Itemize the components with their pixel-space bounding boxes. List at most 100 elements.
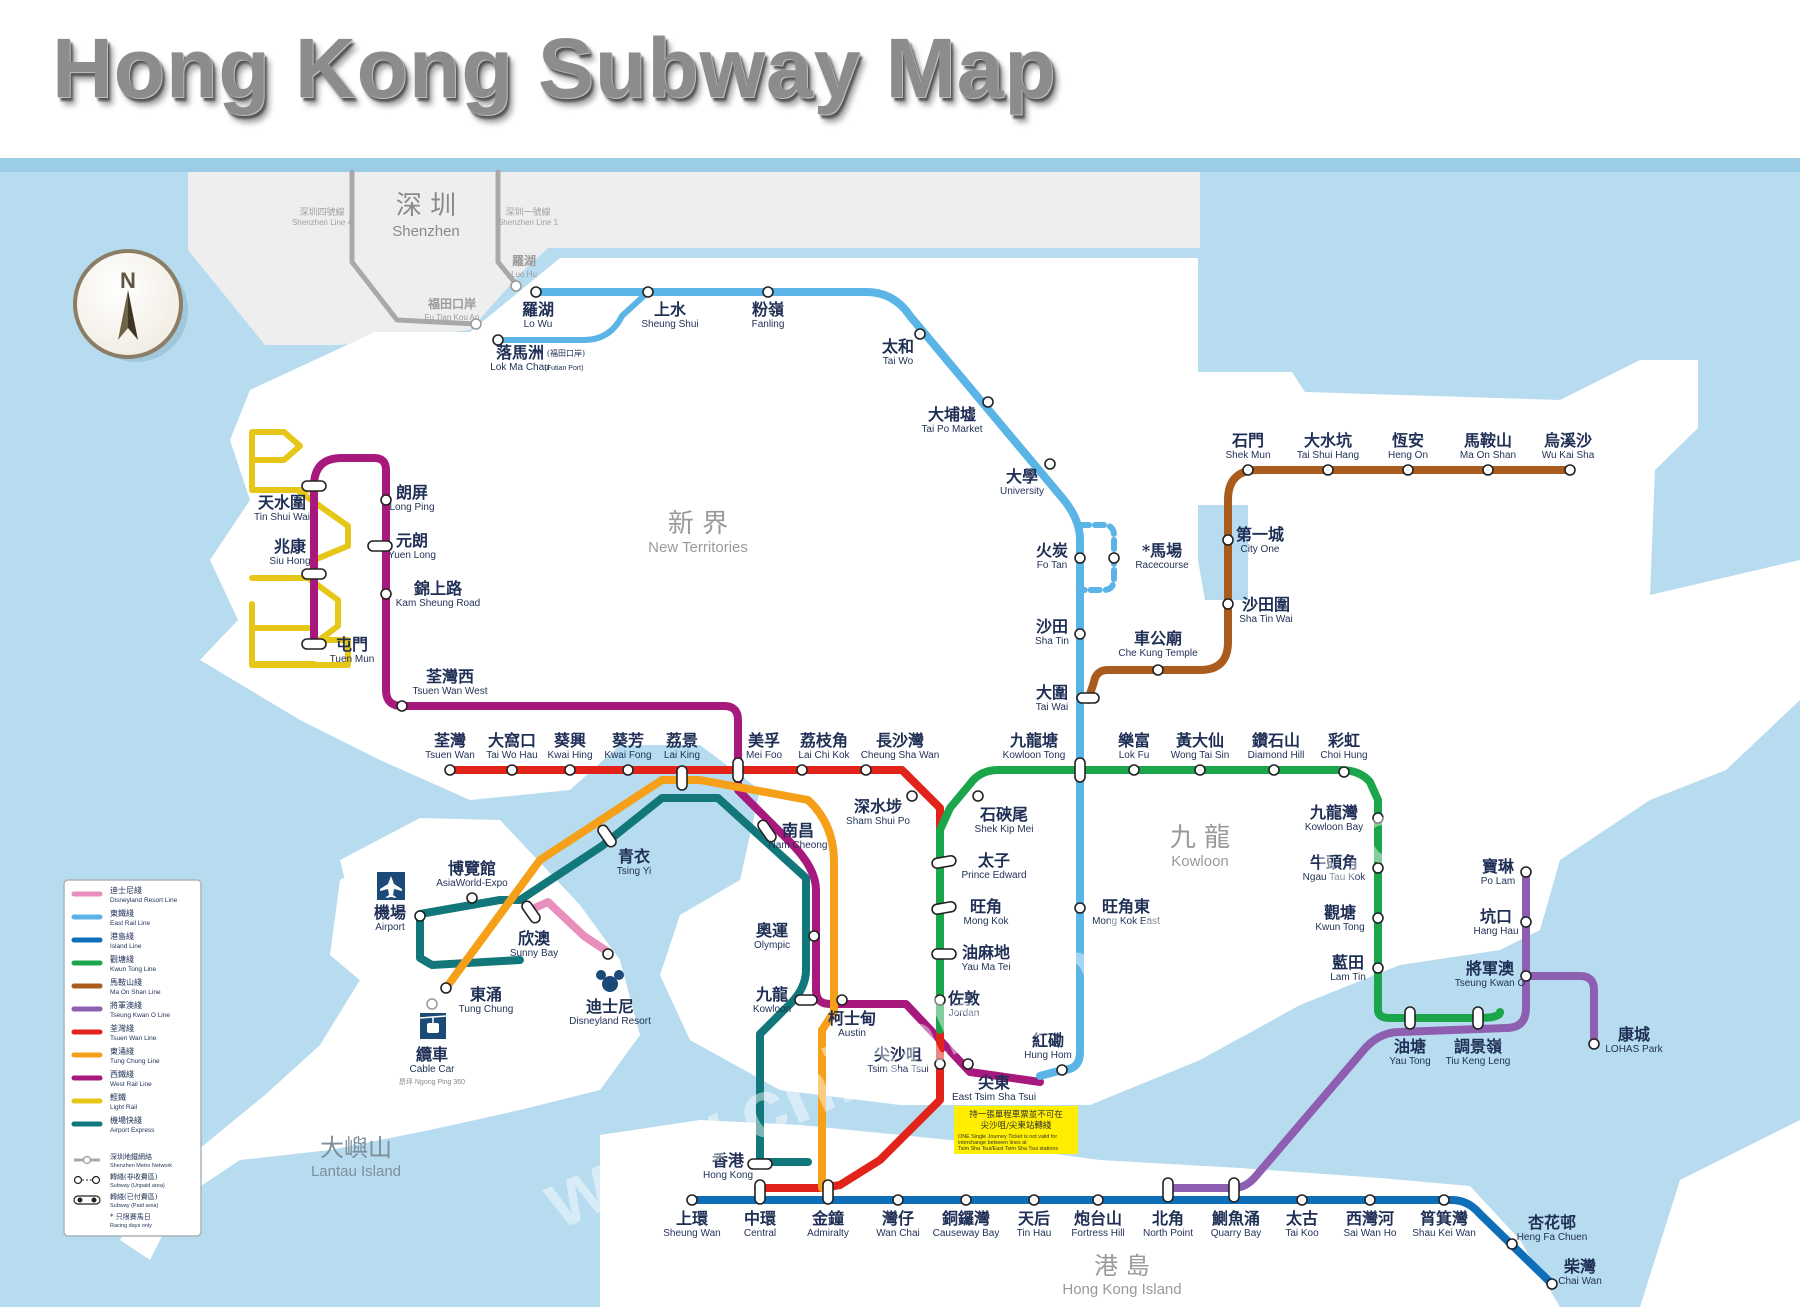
station-name-cn: 沙田 [1036,617,1068,636]
station-name-en: Kowloon [753,1004,791,1015]
station-name-cn: 荔枝角 [799,731,848,750]
station-name-en: Central [744,1228,776,1239]
station-name-cn: 太和 [881,337,914,356]
station-name-cn: 錦上路 [414,579,463,598]
region-hk-island-cn: 港 島 [1094,1252,1150,1280]
station-name-cn: 佐敦 [947,989,981,1008]
station-dot-airport [414,910,426,922]
station-dot-shau-kei-wan [1438,1194,1450,1206]
station-name-en: Tuen Mun [330,654,375,665]
station-dot-austin [836,994,848,1006]
station-name-en: Wu Kai Sha [1542,450,1595,461]
station-dot-fanling [762,286,774,298]
station-name-en: Shau Kei Wan [1412,1228,1476,1239]
station-name-cn: 紅磡 [1032,1031,1064,1050]
station-name-en: Hung Hom [1024,1050,1072,1061]
station-name-cn: 鰂魚涌 [1211,1209,1260,1228]
ma-on-shan-line [1084,466,1574,704]
station-note-en: (Futian Port) [545,365,584,372]
station-name-cn: 元朗 [396,531,428,550]
station-dot-tsim-sha-tsui [934,1058,946,1070]
station-name-cn: 長沙灣 [876,731,924,750]
interchange-tin-shui-wai [301,480,327,492]
station-dot-causeway-bay [960,1194,972,1206]
station-dot-tsuen-wan-west [396,700,408,712]
legend-symbol-en: Subway (Unpaid area) [110,1183,165,1189]
station-name-cn: 天水圍 [258,493,306,512]
station-name-cn: 車公廟 [1134,629,1182,648]
station-dot-jordan [934,994,946,1006]
station-name-en: Lok Ma Chau [490,362,549,373]
region-kowloon-en: Kowloon [1171,853,1229,870]
station-dot-mong-kok-east [1074,902,1086,914]
station-name-cn: 筲箕灣 [1420,1209,1468,1228]
station-name-cn: 寶琳 [1482,857,1515,876]
station-name-en: Tung Chung [459,1004,514,1015]
station-name-cn: 大圍 [1036,683,1068,702]
station-dot-shek-kip-mei [972,790,984,802]
station-name-cn: 尖東 [978,1073,1010,1092]
interchange-quarry-bay [1228,1177,1240,1203]
station-name-cn: 美孚 [748,731,780,750]
station-name-en: Siu Hong [269,556,310,567]
station-name-en: Sha Tin [1035,636,1069,647]
station-dot-cheung-sha-wan [860,764,872,776]
station-name-cn: 太子 [977,851,1010,870]
station-dot-hung-hom [1056,1064,1068,1076]
station-name-cn: 杏花邨 [1527,1213,1576,1232]
station-dot-wan-chai [892,1194,904,1206]
station-name-cn: 鑽石山 [1252,731,1300,750]
station-dot-kwun-tong [1372,912,1384,924]
station-dot-lohas-park [1588,1038,1600,1050]
legend-label-en: Tung Chung Line [110,1058,160,1065]
region-new-territories-en: New Territories [648,539,748,556]
station-name-cn: 粉嶺 [752,300,784,319]
station-dot-luo-hu [510,280,522,292]
station-name-cn: 彩虹 [1327,731,1360,750]
station-name-cn: 馬鞍山 [1464,431,1512,450]
island-line [688,1196,1556,1288]
station-name-en: Sheung Shui [641,319,698,330]
land-hong-kong-island [600,1120,1560,1307]
station-dot-tai-po-market [982,396,994,408]
station-name-cn: 葵興 [554,731,586,750]
interchange-lai-king [676,765,688,791]
station-name-cn: 羅湖 [512,253,536,268]
station-name-en: Quarry Bay [1211,1228,1262,1239]
station-name-en: Tin Hau [1017,1228,1052,1239]
station-dot-kwai-fong [622,764,634,776]
station-name-en: Jordan [949,1008,980,1019]
region-hk-island-en: Hong Kong Island [1062,1281,1181,1298]
station-name-en: Tai Koo [1285,1228,1319,1239]
legend-label-en: East Rail Line [110,920,150,927]
station-name-en: Prince Edward [961,870,1026,881]
station-name-cn: 火炭 [1036,541,1068,560]
notice-en-2: interchange between lines at [958,1140,1027,1146]
station-dot-hang-hau [1520,916,1532,928]
legend-symbol-cn: 轉綫(非收費區) [110,1172,158,1181]
station-name-en: AsiaWorld-Expo [436,878,508,889]
region-kowloon-cn: 九 龍 [1170,823,1230,853]
station-dot-kwai-hing [564,764,576,776]
station-name-cn: 金鐘 [811,1209,844,1228]
interchange-admiralty [822,1179,834,1205]
station-name-cn: 石門 [1231,431,1264,450]
land-east [1640,1120,1800,1307]
station-name-cn: 福田口岸 [427,296,476,311]
station-name-en: LOHAS Park [1605,1044,1663,1055]
